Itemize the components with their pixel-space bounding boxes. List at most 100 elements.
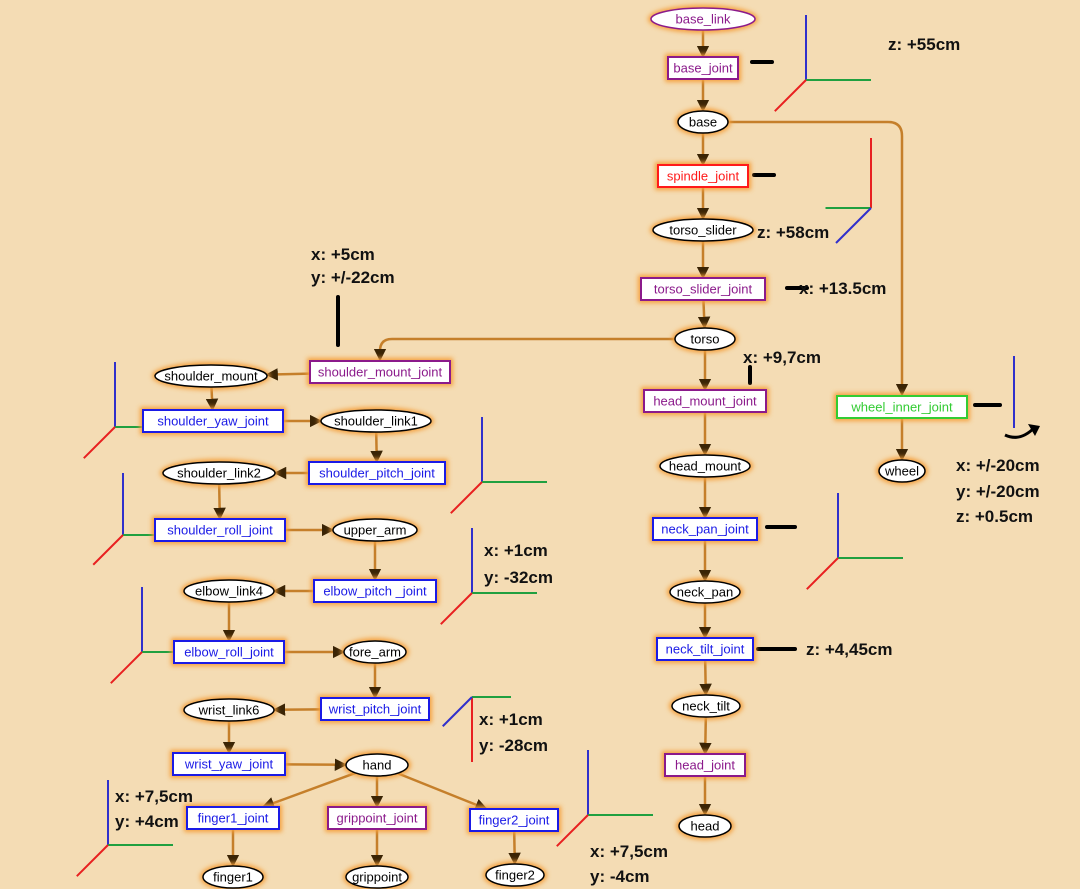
joint-node-elbow_pitch_joint[interactable]: elbow_pitch _joint — [311, 577, 439, 605]
edge-base-to-wheel_inner_joint — [728, 120, 909, 397]
wheel-rotation-axis-icon — [1004, 356, 1040, 439]
joint-label: elbow_pitch _joint — [323, 584, 427, 599]
joint-node-wrist_pitch_joint[interactable]: wrist_pitch_joint — [318, 695, 432, 723]
link-node-shoulder_mount[interactable]: shoulder_mount — [152, 362, 270, 390]
link-node-elbow_link4[interactable]: elbow_link4 — [181, 577, 277, 605]
coordinate-frame-axes-icon — [442, 696, 511, 762]
link-label: upper_arm — [344, 523, 407, 538]
coordinate-frame-axes-icon — [806, 493, 903, 590]
joint-label: neck_tilt_joint — [666, 642, 745, 657]
annotation-base-z: z: +55cm — [888, 35, 960, 54]
annotation-shoulder-mount-x: x: +5cm — [311, 245, 375, 264]
coordinate-frame-axes-icon — [825, 138, 872, 244]
link-label: elbow_link4 — [195, 584, 263, 599]
link-node-wheel[interactable]: wheel — [876, 457, 928, 485]
edge-shoulder_link1-to-shoulder_pitch_joint — [370, 431, 383, 464]
link-node-finger1[interactable]: finger1 — [200, 863, 266, 889]
link-label: base_link — [676, 12, 731, 27]
link-node-head[interactable]: head — [676, 812, 734, 840]
link-label: grippoint — [352, 870, 402, 885]
annotation-finger2-x: x: +7,5cm — [590, 842, 668, 861]
joint-node-torso_slider_joint[interactable]: torso_slider_joint — [638, 275, 768, 303]
joint-label: base_joint — [673, 61, 733, 76]
coordinate-frame-axes-icon — [110, 587, 207, 684]
link-node-torso_slider[interactable]: torso_slider — [650, 216, 756, 244]
link-label: base — [689, 115, 717, 130]
link-label: shoulder_link1 — [334, 414, 418, 429]
joint-node-head_joint[interactable]: head_joint — [662, 751, 748, 779]
joint-node-neck_tilt_joint[interactable]: neck_tilt_joint — [654, 635, 756, 663]
joint-node-wrist_yaw_joint[interactable]: wrist_yaw_joint — [170, 750, 288, 778]
link-node-upper_arm[interactable]: upper_arm — [330, 516, 420, 544]
link-label: head_mount — [669, 459, 742, 474]
edge-hand-to-finger1_joint — [261, 771, 356, 809]
link-label: wheel — [884, 464, 919, 479]
edge-neck_tilt_joint-to-neck_tilt — [699, 659, 712, 697]
link-node-grippoint[interactable]: grippoint — [343, 863, 411, 889]
joint-label: shoulder_pitch_joint — [319, 466, 435, 481]
joint-node-grippoint_joint[interactable]: grippoint_joint — [325, 804, 429, 832]
joint-node-base_joint[interactable]: base_joint — [665, 54, 741, 82]
link-label: torso — [691, 332, 720, 347]
annotation-elbow-x: x: +1cm — [484, 541, 548, 560]
joint-node-neck_pan_joint[interactable]: neck_pan_joint — [650, 515, 760, 543]
joint-node-elbow_roll_joint[interactable]: elbow_roll_joint — [171, 638, 287, 666]
annotation-wheel-y: y: +/-20cm — [956, 482, 1040, 501]
link-label: torso_slider — [669, 223, 737, 238]
edge-torso-to-shoulder_mount_joint — [373, 337, 675, 362]
link-node-shoulder_link2[interactable]: shoulder_link2 — [160, 459, 278, 487]
annotation-wheel-x: x: +/-20cm — [956, 456, 1040, 475]
annotation-wheel-z: z: +0.5cm — [956, 507, 1033, 526]
joint-label: head_joint — [675, 758, 735, 773]
link-node-hand[interactable]: hand — [343, 751, 411, 779]
joint-node-spindle_joint[interactable]: spindle_joint — [655, 162, 751, 190]
joint-label: wrist_pitch_joint — [328, 702, 422, 717]
edge-neck_tilt-to-head_joint — [699, 716, 712, 756]
coordinate-frame-axes-icon — [440, 528, 537, 625]
link-node-fore_arm[interactable]: fore_arm — [341, 638, 409, 666]
joint-node-wheel_inner_joint[interactable]: wheel_inner_joint — [834, 393, 970, 421]
joint-node-finger1_joint[interactable]: finger1_joint — [184, 804, 282, 832]
joint-node-finger2_joint[interactable]: finger2_joint — [467, 806, 561, 834]
annotation-torso-slider-z: z: +58cm — [757, 223, 829, 242]
link-node-base_link[interactable]: base_link — [648, 5, 758, 33]
coordinate-frame-axes-icon — [450, 417, 547, 514]
link-label: neck_tilt — [682, 699, 730, 714]
annotation-head-mount-x: x: +9,7cm — [743, 348, 821, 367]
annotation-wrist-x: x: +1cm — [479, 710, 543, 729]
joint-node-shoulder_pitch_joint[interactable]: shoulder_pitch_joint — [306, 459, 448, 487]
link-label: wrist_link6 — [198, 703, 260, 718]
joint-node-shoulder_mount_joint[interactable]: shoulder_mount_joint — [307, 358, 453, 386]
link-node-base[interactable]: base — [675, 108, 731, 136]
edge-shoulder_mount_joint-to-shoulder_mount — [265, 368, 311, 381]
link-label: fore_arm — [349, 645, 401, 660]
joint-label: head_mount_joint — [653, 394, 757, 409]
link-node-torso[interactable]: torso — [672, 325, 738, 353]
edge-torso_slider_joint-to-torso — [697, 299, 711, 330]
annotation-finger1-y: y: +4cm — [115, 812, 179, 831]
joint-node-shoulder_yaw_joint[interactable]: shoulder_yaw_joint — [140, 407, 286, 435]
link-node-head_mount[interactable]: head_mount — [657, 452, 753, 480]
joint-node-shoulder_roll_joint[interactable]: shoulder_roll_joint — [152, 516, 288, 544]
link-node-neck_tilt[interactable]: neck_tilt — [669, 692, 743, 720]
joint-label: shoulder_mount_joint — [318, 365, 443, 380]
annotation-elbow-y: y: -32cm — [484, 568, 553, 587]
annotation-neck-tilt-z: z: +4,45cm — [806, 640, 892, 659]
edge-hand-to-finger2_joint — [397, 772, 488, 811]
edge-shoulder_link2-to-shoulder_roll_joint — [213, 483, 226, 521]
link-node-finger2[interactable]: finger2 — [483, 861, 547, 889]
link-node-neck_pan[interactable]: neck_pan — [667, 578, 743, 606]
edge-shoulder_mount-to-shoulder_yaw_joint — [205, 386, 219, 412]
joint-label: shoulder_yaw_joint — [157, 414, 269, 429]
annotation-wrist-y: y: -28cm — [479, 736, 548, 755]
joint-label: neck_pan_joint — [661, 522, 749, 537]
link-node-shoulder_link1[interactable]: shoulder_link1 — [318, 407, 434, 435]
joint-label: elbow_roll_joint — [184, 645, 274, 660]
link-label: neck_pan — [677, 585, 733, 600]
link-node-wrist_link6[interactable]: wrist_link6 — [181, 696, 277, 724]
coordinate-frame-axes-icon — [76, 780, 173, 877]
annotation-torso-slider-joint-x: x: +13.5cm — [799, 279, 886, 298]
joint-node-head_mount_joint[interactable]: head_mount_joint — [641, 387, 769, 415]
joint-label: finger1_joint — [198, 811, 269, 826]
